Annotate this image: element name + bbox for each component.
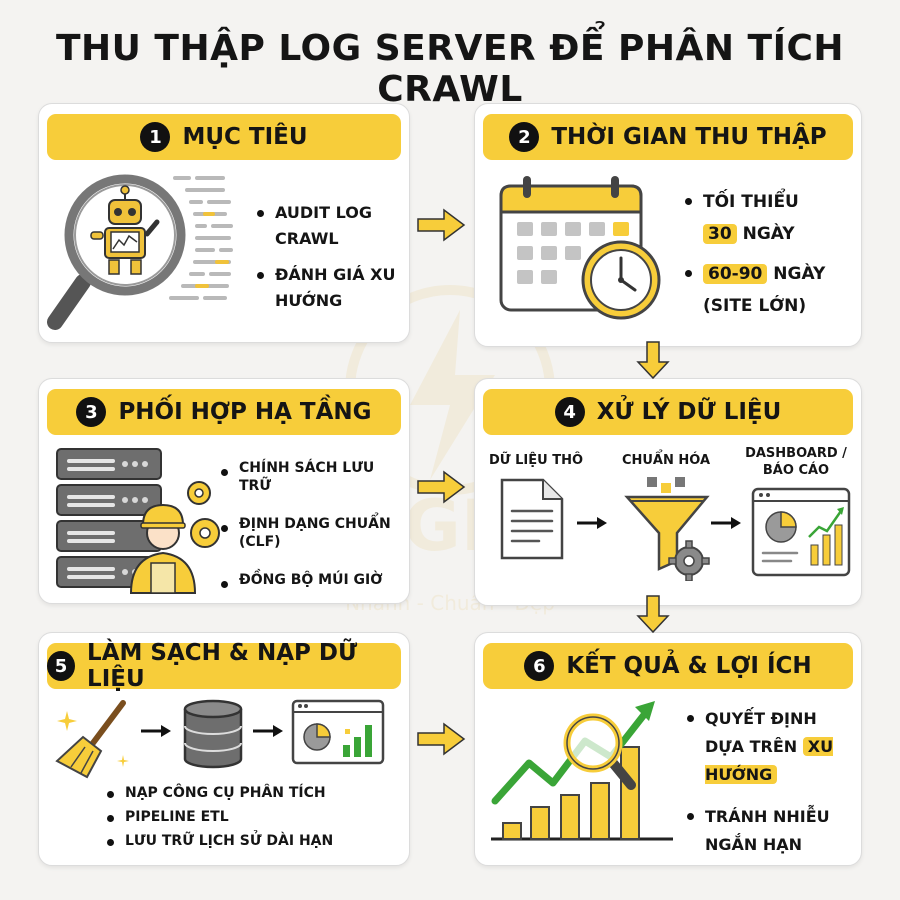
- flow-arrow-right-icon: [416, 470, 466, 504]
- step-title-1: MỤC TIÊU: [182, 124, 308, 150]
- step-number-2: 2: [509, 122, 540, 152]
- step-number-3: 3: [76, 397, 107, 427]
- step-6-list: QUYẾT ĐỊNH DỰA TRÊN XU HƯỚNG TRÁNH NHIỄU…: [687, 705, 857, 859]
- step-card-4: 4 XỬ LÝ DỮ LIỆU DỮ LIỆU THÔ CHUẨN HÓA DA…: [474, 378, 862, 606]
- step-banner-4: 4 XỬ LÝ DỮ LIỆU: [483, 389, 853, 435]
- step-banner-5: 5 LÀM SẠCH & NẠP DỮ LIỆU: [47, 640, 401, 692]
- robot-magnifier-icon: [45, 170, 245, 335]
- arrow-right-icon: [575, 515, 609, 531]
- list-item: NẠP CÔNG CỤ PHÂN TÍCH: [107, 781, 397, 805]
- highlight-days: 30: [703, 224, 737, 244]
- step-card-5: 5 LÀM SẠCH & NẠP DỮ LIỆU: [38, 632, 410, 866]
- growth-chart-magnifier-icon: [489, 699, 675, 845]
- step-number-6: 6: [524, 651, 555, 681]
- highlight-range: 60-90: [703, 264, 768, 284]
- list-item: AUDIT LOG CRAWL: [257, 200, 402, 252]
- server-engineer-icon: [55, 445, 225, 595]
- flow-arrow-right-icon: [416, 722, 466, 756]
- step-title-6: KẾT QUẢ & LỢI ÍCH: [566, 653, 812, 679]
- list-item: CHÍNH SÁCH LƯU TRỮ: [221, 459, 411, 495]
- list-item: 60-90 NGÀY (SITE LỚN): [685, 258, 855, 322]
- flow-arrow-down-icon: [636, 340, 670, 380]
- list-item: LƯU TRỮ LỊCH SỬ DÀI HẠN: [107, 829, 397, 853]
- raw-document-icon: [499, 477, 565, 561]
- arrow-right-icon: [139, 723, 173, 739]
- step-banner-2: 2 THỜI GIAN THU THẬP: [483, 114, 853, 160]
- list-item: QUYẾT ĐỊNH DỰA TRÊN XU HƯỚNG: [687, 705, 857, 789]
- flow-arrow-right-icon: [416, 208, 466, 242]
- broom-icon: [53, 699, 137, 781]
- step-card-6: 6 KẾT QUẢ & LỢI ÍCH QUYẾT ĐỊNH DỰA TRÊN …: [474, 632, 862, 866]
- step-card-2: 2 THỜI GIAN THU THẬP TỐI TH: [474, 103, 862, 347]
- step-card-3: 3 PHỐI HỢP HẠ TẦNG: [38, 378, 410, 604]
- list-item: ĐỒNG BỘ MÚI GIỜ: [221, 571, 411, 589]
- step-5-list: NẠP CÔNG CỤ PHÂN TÍCH PIPELINE ETL LƯU T…: [107, 781, 397, 853]
- list-item: TRÁNH NHIỄU NGẮN HẠN: [687, 803, 857, 859]
- step-banner-1: 1 MỤC TIÊU: [47, 114, 401, 160]
- step-banner-3: 3 PHỐI HỢP HẠ TẦNG: [47, 389, 401, 435]
- list-item: ĐÁNH GIÁ XU HƯỚNG: [257, 262, 402, 314]
- database-icon: [181, 699, 245, 769]
- analytics-window-icon: [291, 699, 385, 765]
- pipeline-label-dashboard: DASHBOARD / BÁO CÁO: [745, 446, 847, 478]
- list-item: TỐI THIỂU 30 NGÀY: [685, 186, 855, 250]
- pipeline-label-normalize: CHUẨN HÓA: [621, 453, 711, 468]
- page-title: THU THẬP LOG SERVER ĐỂ PHÂN TÍCH CRAWL: [55, 28, 845, 110]
- dashboard-chart-icon: [751, 487, 851, 577]
- step-3-list: CHÍNH SÁCH LƯU TRỮ ĐỊNH DẠNG CHUẨN (CLF)…: [221, 459, 411, 589]
- step-number-1: 1: [140, 122, 171, 152]
- step-card-1: 1 MỤC TIÊU: [38, 103, 410, 343]
- step-number-5: 5: [47, 651, 76, 681]
- step-title-2: THỜI GIAN THU THẬP: [551, 124, 827, 150]
- list-item: PIPELINE ETL: [107, 805, 397, 829]
- step-title-5: LÀM SẠCH & NẠP DỮ LIỆU: [87, 640, 358, 692]
- funnel-gear-icon: [617, 475, 717, 581]
- step-number-4: 4: [554, 397, 585, 427]
- pipeline-label-raw: DỮ LIỆU THÔ: [488, 453, 584, 468]
- step-2-list: TỐI THIỂU 30 NGÀY 60-90 NGÀY (SITE LỚN): [685, 186, 855, 322]
- step-1-list: AUDIT LOG CRAWL ĐÁNH GIÁ XU HƯỚNG: [257, 200, 402, 314]
- calendar-clock-icon: [497, 174, 665, 324]
- arrow-right-icon: [709, 515, 743, 531]
- step-banner-6: 6 KẾT QUẢ & LỢI ÍCH: [483, 643, 853, 689]
- arrow-right-icon: [251, 723, 285, 739]
- list-item: ĐỊNH DẠNG CHUẨN (CLF): [221, 515, 411, 551]
- step-title-4: XỬ LÝ DỮ LIỆU: [596, 399, 782, 425]
- flow-arrow-down-icon: [636, 594, 670, 634]
- step-title-3: PHỐI HỢP HẠ TẦNG: [118, 399, 372, 425]
